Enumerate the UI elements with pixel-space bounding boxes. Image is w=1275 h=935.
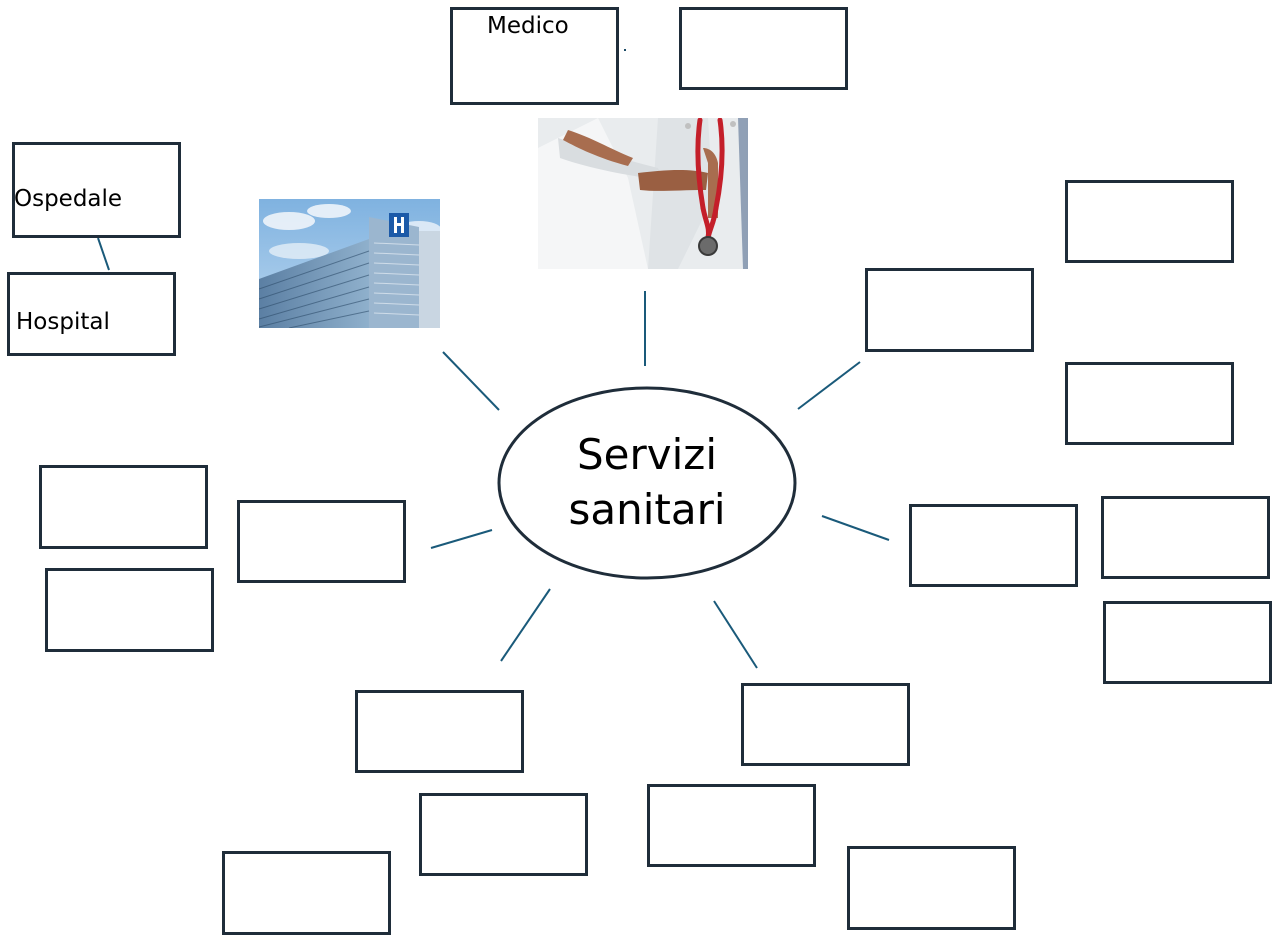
box-right-top[interactable] [1065,180,1234,263]
box-left-center[interactable] [237,500,406,583]
connector-line [430,529,493,549]
box-bottom-left-bottom[interactable] [222,851,391,935]
label-ospedale: Ospedale [14,186,123,212]
label-medico: Medico [487,13,569,39]
hospital-building-image [259,199,440,328]
hospital-building-icon [259,199,440,328]
box-right-bottom[interactable] [1103,601,1272,684]
connector-line [821,515,890,541]
center-ellipse [497,386,797,580]
center-title-line2: sanitari [568,485,726,534]
box-right-mid-left[interactable] [865,268,1034,352]
box-bottom-right-bottom[interactable] [847,846,1016,930]
stray-dot [624,49,626,51]
box-bottom-right-top[interactable] [741,683,910,766]
box-medico-translation[interactable] [679,7,848,90]
box-hospital[interactable] [7,272,176,356]
box-bottom-right-mid[interactable] [647,784,816,867]
center-node: Servizi sanitari [499,388,795,578]
box-left-top[interactable] [39,465,208,549]
box-medico[interactable] [450,7,619,105]
box-left-bottom[interactable] [45,568,214,652]
label-hospital: Hospital [16,309,110,335]
doctor-icon [538,118,748,269]
connector-line [713,600,758,669]
box-right-lower-left[interactable] [909,504,1078,587]
connector-line [500,588,551,662]
box-right-lower[interactable] [1101,496,1270,579]
doctor-with-stethoscope-image [538,118,748,269]
box-ospedale[interactable] [12,142,181,238]
connector-line [797,361,861,410]
box-bottom-left-top[interactable] [355,690,524,773]
box-bottom-left-mid[interactable] [419,793,588,876]
center-title-line1: Servizi [576,430,717,480]
connector-line [442,351,500,411]
box-right-mid[interactable] [1065,362,1234,445]
connector-line [97,237,110,271]
